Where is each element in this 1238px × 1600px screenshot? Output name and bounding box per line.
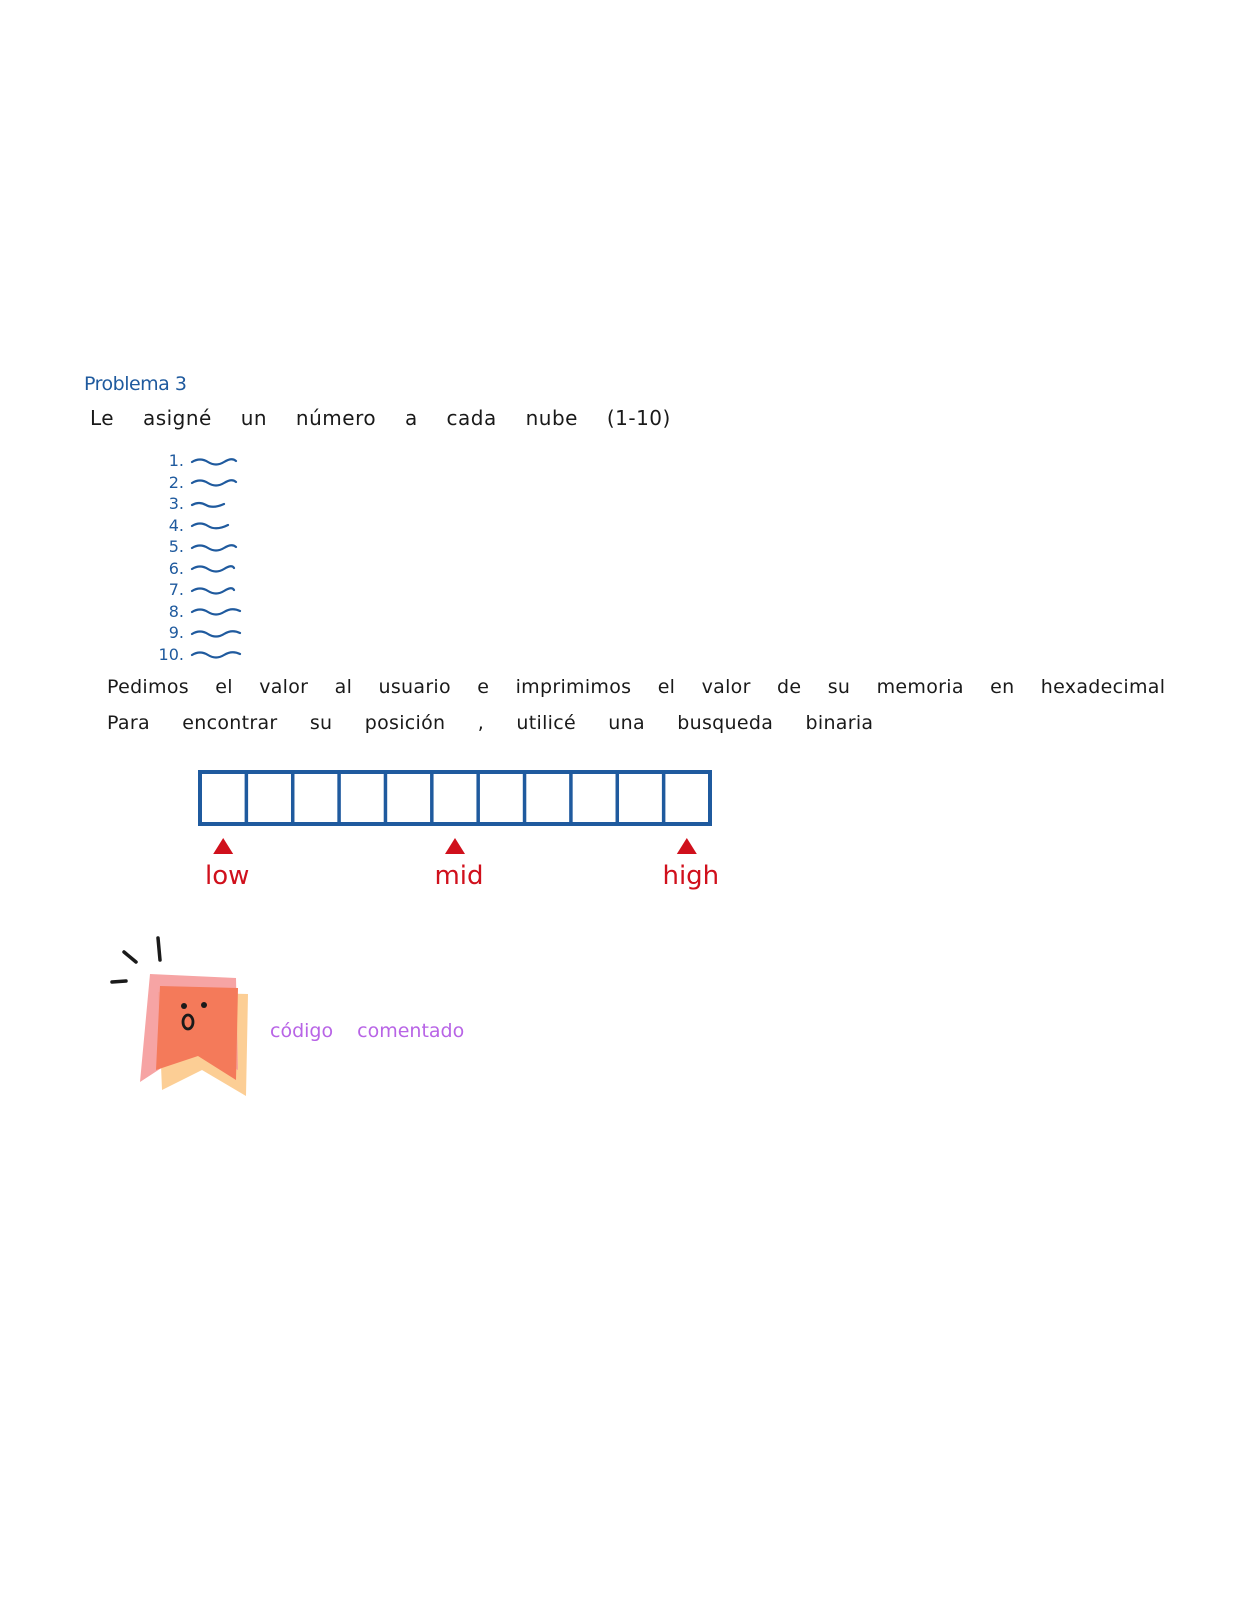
list-item: 1. [150, 450, 260, 472]
wave-icon [190, 543, 238, 552]
list-item: 2. [150, 472, 260, 494]
list-item: 3. [150, 493, 260, 515]
wave-icon [190, 479, 238, 487]
explanation-line-2: Para encontrar su posición , utilicé una… [107, 712, 874, 734]
wave-icon [190, 651, 242, 659]
cloud-number-list: 1. 2. 3. 4. 5. 6. 7. 8. 9. 10. [150, 450, 260, 665]
list-item-number: 7. [168, 580, 184, 600]
pointer-label-low: low [205, 861, 249, 891]
wave-icon [190, 501, 226, 508]
sticker-mouth [181, 1013, 195, 1031]
sticker-shine-mark [110, 979, 128, 984]
list-item-number: 6. [168, 558, 184, 578]
explanation-line-1: Pedimos el valor al usuario e imprimimos… [107, 676, 1166, 698]
list-item: 4. [150, 515, 260, 537]
sticker-shine-mark [156, 936, 162, 962]
sticker-shine-mark [122, 950, 138, 964]
up-triangle-icon [213, 838, 234, 854]
comment-label: código comentado [270, 1020, 465, 1042]
binary-search-diagram: low mid high [198, 770, 719, 891]
list-item-number: 10. [158, 644, 184, 664]
list-item-number: 8. [168, 601, 184, 621]
list-item: 9. [150, 622, 260, 644]
sticker-eye [201, 1002, 207, 1008]
list-item-number: 2. [168, 472, 184, 492]
pointer-label-mid: mid [434, 861, 483, 891]
list-item-number: 3. [168, 494, 184, 514]
up-triangle-icon [445, 838, 465, 854]
wave-icon [190, 522, 230, 530]
wave-icon [190, 457, 238, 466]
wave-icon [190, 608, 242, 616]
page-title: Problema 3 [84, 373, 187, 395]
list-item-number: 4. [168, 515, 184, 535]
wave-icon [190, 586, 236, 595]
list-item: 7. [150, 579, 260, 601]
list-item-number: 1. [168, 451, 184, 471]
intro-text: Le asigné un número a cada nube (1-10) [90, 406, 671, 430]
sticker-front [156, 986, 238, 1080]
list-item-number: 5. [168, 537, 184, 557]
list-item: 6. [150, 558, 260, 580]
sticker-eye [181, 1003, 187, 1009]
pointer-label-high: high [662, 861, 719, 891]
list-item: 10. [150, 644, 260, 666]
list-item: 5. [150, 536, 260, 558]
list-item: 8. [150, 601, 260, 623]
surprised-sticker-icon [110, 936, 248, 1096]
list-item-number: 9. [168, 623, 184, 643]
up-triangle-icon [676, 838, 697, 854]
array-outline [198, 770, 712, 826]
wave-icon [190, 629, 242, 638]
wave-icon [190, 565, 236, 573]
